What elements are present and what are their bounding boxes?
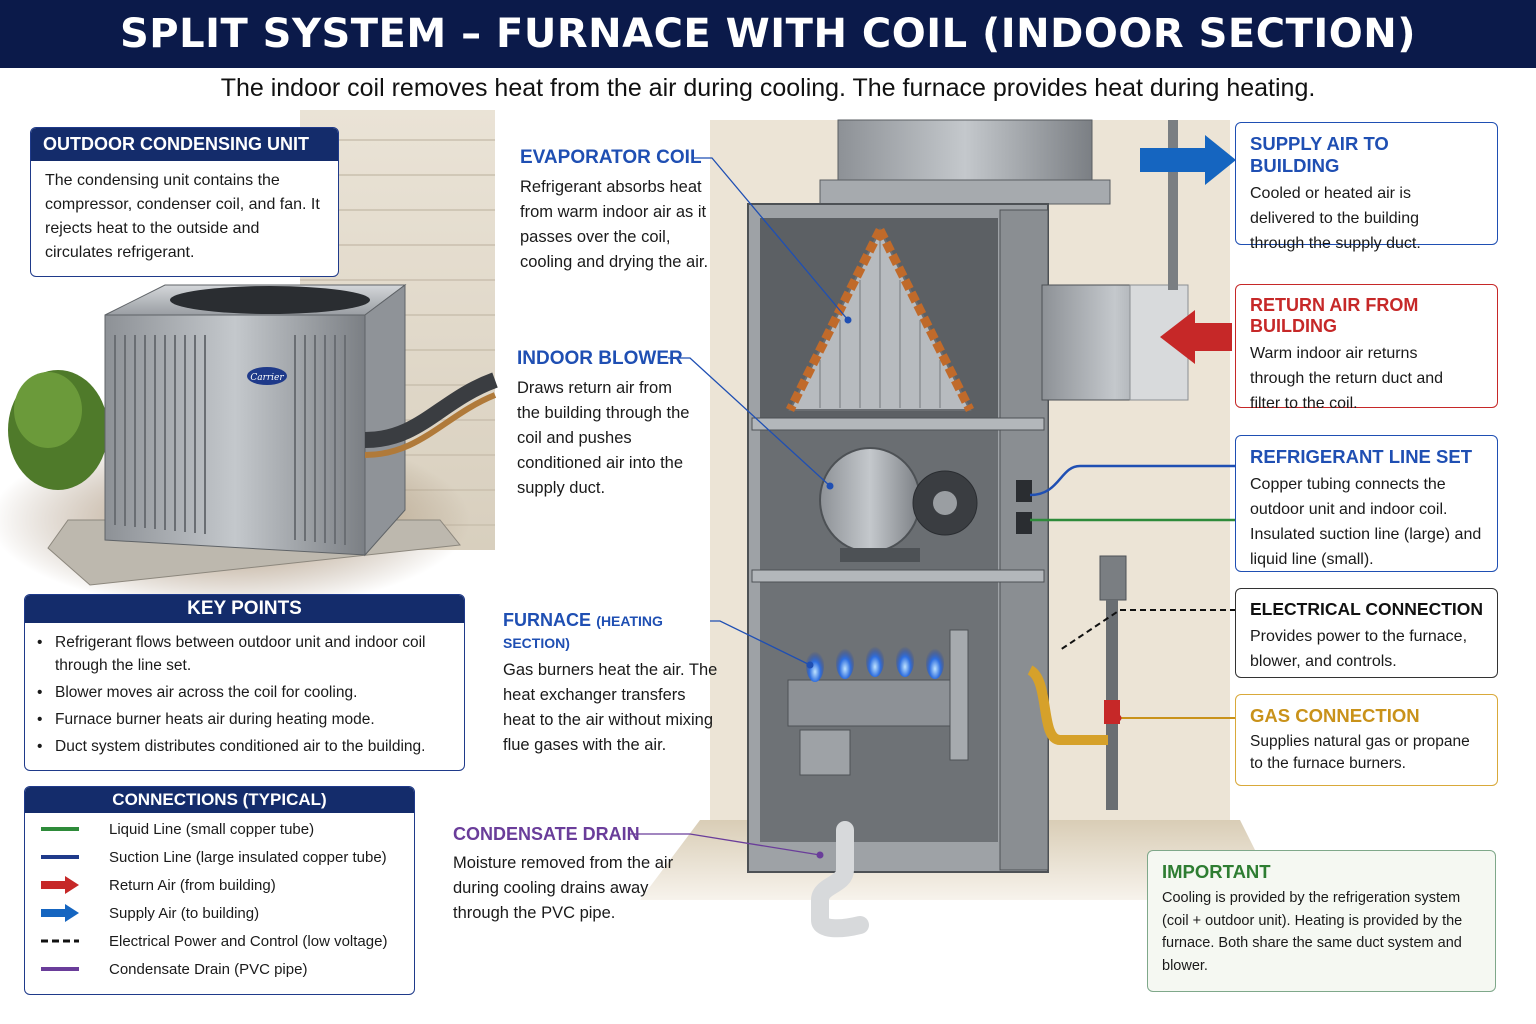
outdoor-unit-title: OUTDOOR CONDENSING UNIT [31, 128, 338, 161]
electrical-junction-box [1099, 555, 1127, 601]
indoor-scene [640, 119, 1280, 938]
coil-copper-tubing [785, 227, 885, 413]
electrical-connection-box: ELECTRICAL CONNECTION Provides power to … [1235, 588, 1498, 678]
key-point-item: Blower moves air across the coil for coo… [37, 681, 452, 704]
supply-air-arrow [1140, 135, 1236, 185]
heat-exchanger [787, 679, 959, 727]
line-set-outdoor [364, 372, 498, 448]
condensate-drain-title: CONDENSATE DRAIN [453, 824, 640, 844]
outdoor-unit-text: The condensing unit contains the compres… [45, 172, 320, 261]
pvc-condensate-pipe [811, 821, 869, 938]
important-title: IMPORTANT [1162, 861, 1271, 882]
legend-label: Return Air (from building) [109, 876, 276, 894]
indoor-blower-text: Draws return air from the building throu… [517, 379, 690, 497]
evaporator-coil-title: EVAPORATOR COIL [520, 147, 702, 168]
legend-label: Liquid Line (small copper tube) [109, 820, 315, 838]
electrical-connection-text: Provides power to the furnace, blower, a… [1250, 628, 1468, 670]
gas-manifold-pipe [949, 629, 969, 761]
legend-purple-line [41, 967, 79, 971]
legend-dashed-line [41, 939, 79, 943]
condensate-drain-text: Moisture removed from the air during coo… [453, 854, 674, 922]
condenser-fan-grille [170, 286, 370, 314]
furnace-title-suffix: (HEATING SECTION) [503, 613, 663, 651]
refrigerant-line-set-text: Copper tubing connects the outdoor unit … [1250, 476, 1482, 568]
outdoor-unit-box: OUTDOOR CONDENSING UNIT The condensing u… [30, 127, 339, 277]
return-air-title: RETURN AIR FROM BUILDING [1250, 295, 1419, 336]
supply-air-title: SUPPLY AIR TO BUILDING [1250, 133, 1389, 176]
legend-item-return-air: Return Air (from building) [39, 871, 400, 899]
return-air-text: Warm indoor air returns through the retu… [1250, 345, 1444, 412]
key-points-box: KEY POINTS Refrigerant flows between out… [24, 594, 465, 771]
gas-connection-title: GAS CONNECTION [1250, 705, 1420, 726]
page-title: SPLIT SYSTEM – FURNACE WITH COIL (INDOOR… [119, 11, 1417, 57]
gas-connection-box: GAS CONNECTION Supplies natural gas or p… [1235, 694, 1498, 786]
condenser-louvers [114, 335, 346, 545]
legend-blue-arrow-icon [41, 904, 79, 922]
connections-legend: CONNECTIONS (TYPICAL) Liquid Line (small… [24, 786, 415, 995]
subtitle: The indoor coil removes heat from the ai… [220, 74, 1316, 102]
legend-red-arrow-icon [41, 876, 79, 894]
burner-flames [806, 643, 944, 682]
key-point-item: Furnace burner heats air during heating … [37, 708, 452, 731]
furnace-text: Gas burners heat the air. The heat excha… [503, 661, 718, 754]
return-air-arrow [1160, 310, 1232, 364]
gas-connection-text: Supplies natural gas or propane to the f… [1250, 733, 1470, 772]
legend-blue-line [41, 855, 79, 859]
legend-label: Condensate Drain (PVC pipe) [109, 960, 308, 978]
return-air-box: RETURN AIR FROM BUILDING Warm indoor air… [1235, 284, 1498, 412]
refrigerant-line-set-box: REFRIGERANT LINE SET Copper tubing conne… [1235, 435, 1498, 572]
legend-item-suction-line: Suction Line (large insulated copper tub… [39, 843, 400, 871]
indoor-blower-annotation: INDOOR BLOWER Draws return air from the … [517, 348, 697, 501]
key-points-title: KEY POINTS [25, 595, 464, 623]
supply-air-box: SUPPLY AIR TO BUILDING Cooled or heated … [1235, 122, 1498, 252]
blower-wheel-housing [819, 447, 921, 553]
legend-item-supply-air: Supply Air (to building) [39, 899, 400, 927]
supply-plenum [837, 119, 1093, 191]
key-points-list: Refrigerant flows between outdoor unit a… [25, 623, 464, 770]
title-bar: SPLIT SYSTEM – FURNACE WITH COIL (INDOOR… [0, 0, 1536, 68]
evaporator-coil-text: Refrigerant absorbs heat from warm indoo… [520, 178, 709, 271]
condensate-drain-annotation: CONDENSATE DRAIN Moisture removed from t… [453, 824, 683, 926]
brand-logo-text: Carrier [250, 373, 284, 383]
line-set-connector [1016, 480, 1032, 502]
key-point-item: Duct system distributes conditioned air … [37, 735, 452, 758]
refrigerant-line-set-title: REFRIGERANT LINE SET [1250, 446, 1473, 467]
key-point-item: Refrigerant flows between outdoor unit a… [37, 631, 452, 677]
legend-item-electrical: Electrical Power and Control (low voltag… [39, 927, 400, 955]
gas-valve [799, 729, 851, 776]
gas-flex-connector [1026, 665, 1108, 745]
leader-lines [630, 157, 1236, 859]
furnace-annotation: FURNACE (HEATING SECTION) Gas burners he… [503, 610, 721, 758]
outdoor-scene: Carrier [0, 110, 498, 610]
important-box: IMPORTANT Cooling is provided by the ref… [1147, 850, 1496, 992]
supply-air-text: Cooled or heated air is delivered to the… [1250, 185, 1421, 252]
evaporator-coil-annotation: EVAPORATOR COIL Refrigerant absorbs heat… [520, 147, 720, 275]
important-text: Cooling is provided by the refrigeration… [1162, 890, 1463, 974]
furnace-title-main: FURNACE [503, 610, 591, 630]
legend-green-line [41, 827, 79, 831]
indoor-blower-title: INDOOR BLOWER [517, 348, 683, 369]
legend-item-condensate: Condensate Drain (PVC pipe) [39, 955, 400, 983]
legend-label: Suction Line (large insulated copper tub… [109, 848, 387, 866]
legend-label: Supply Air (to building) [109, 904, 260, 922]
brand-logo-badge [247, 367, 287, 385]
connections-title: CONNECTIONS (TYPICAL) [25, 787, 414, 813]
legend-label: Electrical Power and Control (low voltag… [109, 932, 388, 950]
furnace-title: FURNACE (HEATING SECTION) [503, 610, 721, 654]
legend-item-liquid-line: Liquid Line (small copper tube) [39, 815, 400, 843]
electrical-connection-title: ELECTRICAL CONNECTION [1250, 599, 1484, 619]
